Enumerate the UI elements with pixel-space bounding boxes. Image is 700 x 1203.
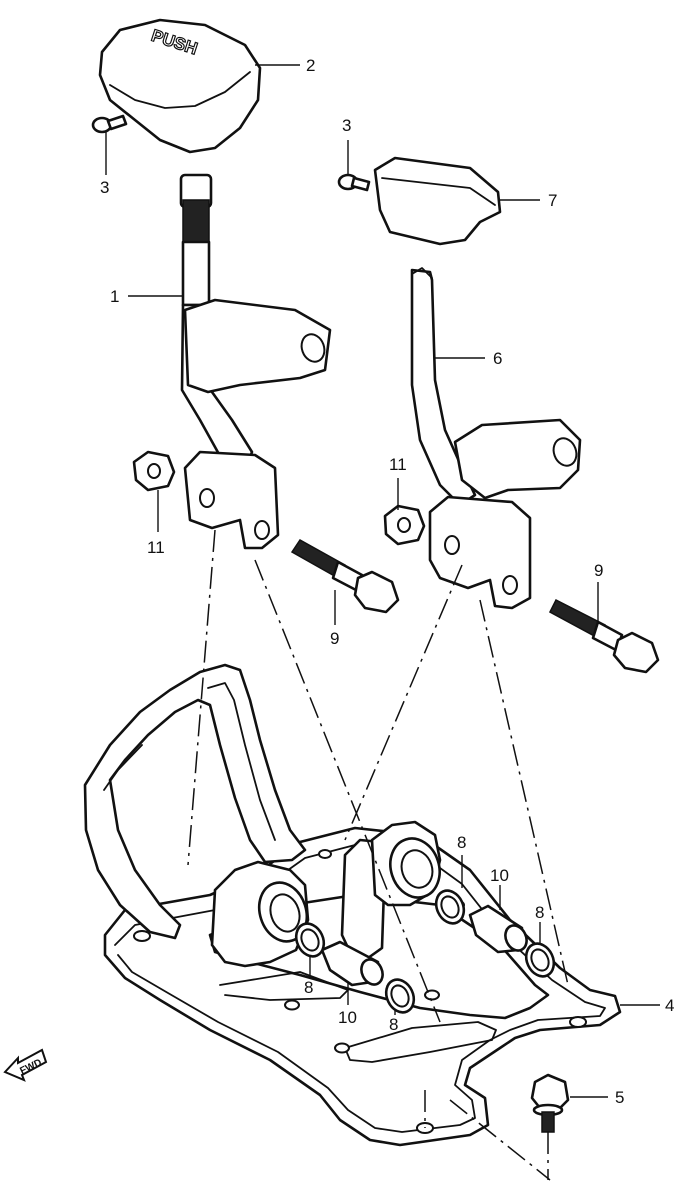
nut-right <box>383 504 426 546</box>
nut-left <box>132 450 176 492</box>
washer-1 <box>434 889 466 925</box>
callout-lever-secondary: 6 <box>493 349 502 368</box>
fwd-direction-arrow: FWD <box>3 1048 48 1082</box>
callout-washer-3: 8 <box>535 903 544 922</box>
screw-cap <box>337 173 371 192</box>
callout-screw-knob: 3 <box>100 178 109 197</box>
callout-lever-main: 1 <box>110 287 119 306</box>
washer-4 <box>384 978 416 1014</box>
bushing-right <box>468 904 528 954</box>
callout-numbers: 2 3 3 7 1 6 11 11 9 9 8 10 8 8 10 8 4 5 <box>100 56 674 1107</box>
bolt-right <box>549 598 660 674</box>
callout-washer-4: 8 <box>389 1015 398 1034</box>
callout-bolt-right: 9 <box>594 561 603 580</box>
callout-washer-2: 8 <box>304 978 313 997</box>
lever-cap <box>373 156 502 246</box>
callout-bolt-base: 5 <box>615 1088 624 1107</box>
callout-knob: 2 <box>306 56 315 75</box>
callout-washer-1: 8 <box>457 833 466 852</box>
washer-2 <box>294 922 326 958</box>
bolt-base <box>530 1073 570 1133</box>
callout-nut-left: 11 <box>147 538 165 557</box>
leader-lines <box>105 64 660 1098</box>
screw-knob <box>91 114 128 134</box>
washer-3 <box>524 942 556 978</box>
assembly-lines <box>187 529 569 1181</box>
shift-lever-secondary <box>410 267 582 610</box>
bolt-left <box>290 539 400 614</box>
bushing-left <box>320 940 384 987</box>
callout-cap: 7 <box>548 191 557 210</box>
callout-bushing-right: 10 <box>490 866 509 885</box>
callout-screw-cap: 3 <box>342 116 351 135</box>
callout-bushing-left: 10 <box>338 1008 357 1027</box>
callout-nut-right: 11 <box>389 455 407 474</box>
shift-knob: PUSH <box>98 18 262 154</box>
shift-lever-main <box>179 173 332 550</box>
callout-bolt-left: 9 <box>330 629 339 648</box>
callout-base-bracket: 4 <box>665 996 674 1015</box>
